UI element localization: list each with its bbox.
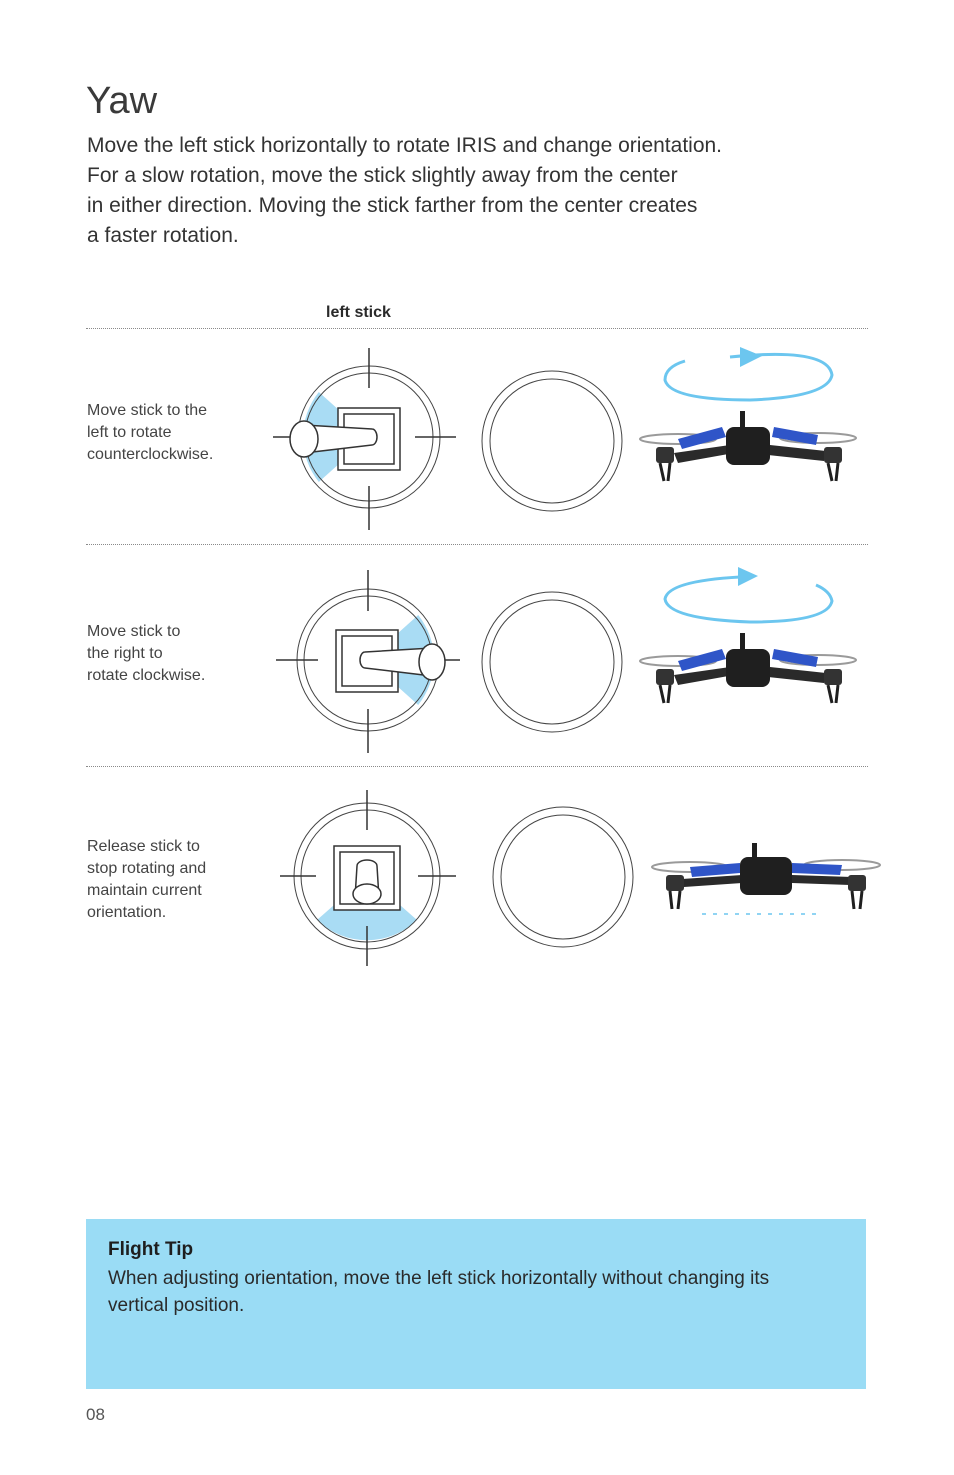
page-title: Yaw [86,80,158,122]
left-stick-diagram [276,570,460,753]
row-divider [86,766,868,767]
row-description-line: orientation. [87,904,167,921]
drone-icon [651,843,881,915]
row-description-line: Move stick to [87,623,181,640]
flight-tip-line: When adjusting orientation, move the lef… [108,1268,770,1289]
row-description-line: rotate clockwise. [87,667,206,684]
row-description-release: Release stick to stop rotating and maint… [87,836,257,924]
row-description-line: counterclockwise. [87,446,214,463]
row-description-line: maintain current [87,882,202,899]
right-stick-ring [481,370,623,512]
row-divider [86,544,868,545]
row-description-line: the right to [87,645,163,662]
flight-tip-box: Flight Tip When adjusting orientation, m… [86,1219,866,1389]
clockwise-rotation-arrow-icon [663,567,834,624]
intro-line: Move the left stick horizontally to rota… [87,134,723,157]
left-stick-diagram [280,790,456,966]
row-description-line: left to rotate [87,424,172,441]
row-divider [86,328,868,329]
row-description-line: stop rotating and [87,860,207,877]
intro-line: For a slow rotation, move the stick slig… [87,164,678,187]
drone-icon [639,633,857,704]
left-stick-column-header: left stick [326,304,391,321]
flight-tip-body: When adjusting orientation, move the lef… [108,1265,848,1319]
right-stick-ring [492,806,634,948]
right-stick-ring [481,591,623,733]
intro-line: a faster rotation. [87,224,239,247]
flight-tip-line: vertical position. [108,1295,245,1316]
page-number: 08 [86,1405,105,1424]
row-description-counterclockwise: Move stick to the left to rotate counter… [87,400,257,466]
intro-line: in either direction. Moving the stick fa… [87,194,698,217]
yaw-right-illustration [276,567,857,753]
yaw-release-illustration [280,790,881,966]
yaw-left-illustration [273,347,857,530]
row-description-line: Move stick to the [87,402,208,419]
intro-paragraph: Move the left stick horizontally to rota… [87,131,807,251]
row-description-clockwise: Move stick to the right to rotate clockw… [87,621,257,687]
flight-tip-title: Flight Tip [108,1239,194,1260]
drone-icon [639,411,857,482]
counterclockwise-rotation-arrow-icon [663,347,834,402]
left-stick-diagram [273,348,456,530]
row-description-line: Release stick to [87,838,200,855]
